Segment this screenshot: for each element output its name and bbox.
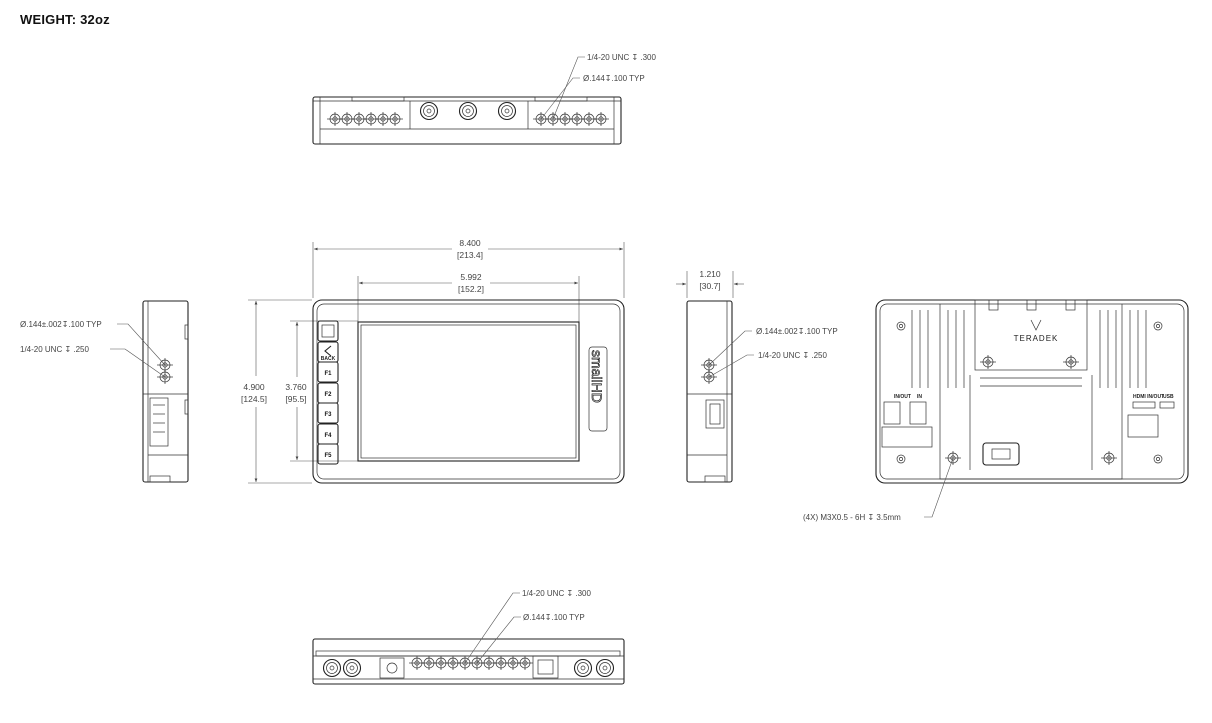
sdi-port-2: [909, 401, 927, 425]
left-hole-callout: Ø.144±.002↧.100 TYP: [20, 320, 102, 329]
usb-label: USB: [1163, 394, 1174, 400]
front-keys: BACK F1 F2 F3 F4 F5: [317, 320, 339, 465]
f4-key: F4: [317, 423, 339, 445]
top-mount-holes-right: [532, 111, 610, 127]
top-hole-callout: Ø.144↧.100 TYP: [583, 74, 645, 83]
bottom-thread-callout: 1/4-20 UNC ↧ .300: [522, 589, 592, 598]
svg-text:F2: F2: [324, 392, 332, 398]
bottom-hole-callout: Ø.144↧.100 TYP: [523, 613, 585, 622]
f5-key: F5: [317, 443, 339, 465]
svg-text:F3: F3: [324, 412, 332, 418]
top-ports: [419, 101, 517, 121]
screen-width-dim: 5.992: [460, 272, 482, 282]
bottom-mount-holes: [408, 655, 534, 671]
monitor-body: [312, 299, 625, 484]
screen-height-dim: 3.760: [285, 382, 307, 392]
teradek-logo: TERADEK: [1014, 334, 1059, 343]
hdmi-label: HDMI IN/OUT: [1133, 394, 1164, 400]
overall-height-dim: 4.900: [243, 382, 265, 392]
right-thread-callout: 1/4-20 UNC ↧ .250: [758, 351, 828, 360]
battery-latch: [982, 442, 1020, 466]
svg-text:F4: F4: [324, 433, 332, 439]
top-thread-callout: 1/4-20 UNC ↧ .300: [587, 53, 657, 62]
f3-key: F3: [317, 402, 339, 424]
usb-port: [1159, 401, 1175, 409]
svg-text:BACK: BACK: [321, 356, 336, 362]
screen-height-dim-mm: [95.5]: [285, 394, 306, 404]
top-view: 1/4-20 UNC ↧ .300 Ø.144↧.100 TYP: [312, 53, 657, 145]
bottom-view: 1/4-20 UNC ↧ .300 Ø.144↧.100 TYP: [312, 589, 625, 685]
screen: [357, 321, 580, 462]
rear-view: TERADEK IN/OUT IN HDMI IN/OUT USB (4X) M…: [803, 299, 1189, 522]
overall-width-dim-mm: [213.4]: [457, 250, 483, 260]
bottom-ports-left: [322, 657, 405, 679]
sdi-in-out-label: IN/OUT: [894, 394, 911, 400]
hdmi-port: [1132, 401, 1156, 409]
weight-label: WEIGHT: 32oz: [20, 12, 110, 27]
right-hole-callout: Ø.144±.002↧.100 TYP: [756, 327, 838, 336]
cooling-fins: [911, 310, 1147, 470]
top-mount-holes-left: [326, 111, 404, 127]
bottom-ports-right: [573, 658, 615, 678]
sdi-port-1: [883, 401, 901, 425]
screw-callout: (4X) M3X0.5 - 6H ↧ 3.5mm: [803, 513, 901, 522]
sdi-in-label: IN: [917, 394, 922, 400]
screen-width-dim-mm: [152.2]: [458, 284, 484, 294]
overall-height-dim-mm: [124.5]: [241, 394, 267, 404]
f1-key: F1: [317, 361, 339, 383]
bottom-switch: [532, 655, 559, 679]
left-side-view: Ø.144±.002↧.100 TYP 1/4-20 UNC ↧ .250: [20, 300, 189, 483]
depth-dim: 1.210: [699, 269, 721, 279]
svg-text:F1: F1: [324, 371, 332, 377]
depth-dim-mm: [30.7]: [699, 281, 720, 291]
front-view: 8.400 [213.4] 5.992 [152.2] 4.900 [124.5…: [241, 238, 625, 484]
brand-logo: smallHD: [589, 350, 605, 403]
svg-text:F5: F5: [324, 453, 332, 459]
left-thread-callout: 1/4-20 UNC ↧ .250: [20, 345, 90, 354]
overall-width-dim: 8.400: [459, 238, 481, 248]
f2-key: F2: [317, 382, 339, 404]
right-side-view: 1.210 [30.7] Ø.144±.002↧.100 TYP 1/4-20 …: [676, 269, 838, 483]
antenna-connectors: [988, 299, 1076, 311]
back-key: BACK: [317, 341, 339, 363]
